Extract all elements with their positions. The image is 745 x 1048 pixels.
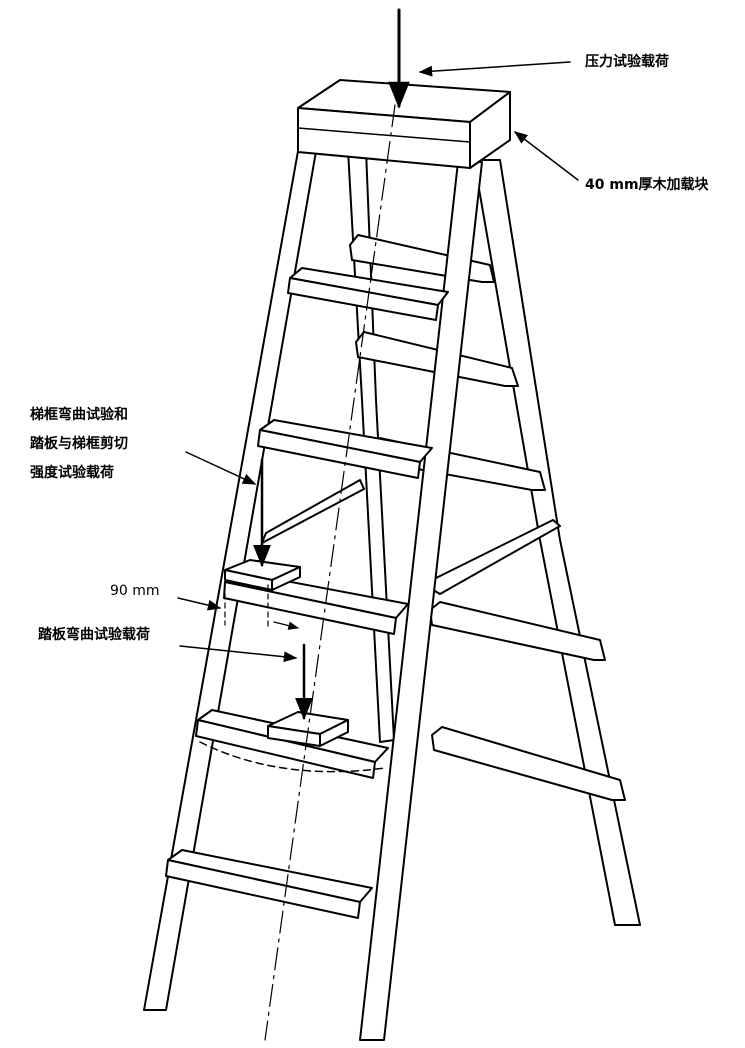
stile-load-label-line2: 踏板与梯框剪切 — [30, 436, 128, 452]
spreader-bars — [261, 479, 561, 595]
stile-load-leader — [185, 451, 257, 485]
step-2-front — [257, 429, 421, 479]
stile-load-label-line3: 强度试验载荷 — [30, 465, 114, 481]
step-3-front — [223, 581, 397, 635]
rear-stile-right — [473, 159, 641, 926]
step-load-label: 踏板弯曲试验载荷 — [38, 627, 150, 643]
step-1-front — [287, 277, 439, 321]
step-load-leader — [179, 645, 298, 663]
block-leader — [513, 131, 579, 181]
rear-rung-5 — [431, 726, 626, 801]
step-5-front — [165, 859, 361, 919]
step-4-front — [195, 719, 376, 779]
top-cap — [297, 79, 511, 169]
load-arrows — [253, 8, 410, 721]
compression-load-label: 压力试验载荷 — [585, 54, 669, 70]
offset-dimension — [224, 584, 300, 630]
step-deflection-line — [199, 741, 386, 773]
rear-rung-4 — [429, 601, 606, 661]
stile-load-label-line1: 梯框弯曲试验和 — [30, 407, 128, 423]
spreader-right — [427, 519, 561, 595]
spreader-left — [261, 479, 365, 544]
wood-block-label: 40 mm厚木加载块 — [585, 177, 709, 193]
offset-leader — [177, 597, 222, 611]
center-line — [264, 104, 396, 1041]
top-cap-side — [469, 91, 511, 169]
leader-lines — [177, 61, 579, 663]
compression-leader — [418, 61, 571, 77]
offset-label: 90 mm — [110, 583, 160, 599]
